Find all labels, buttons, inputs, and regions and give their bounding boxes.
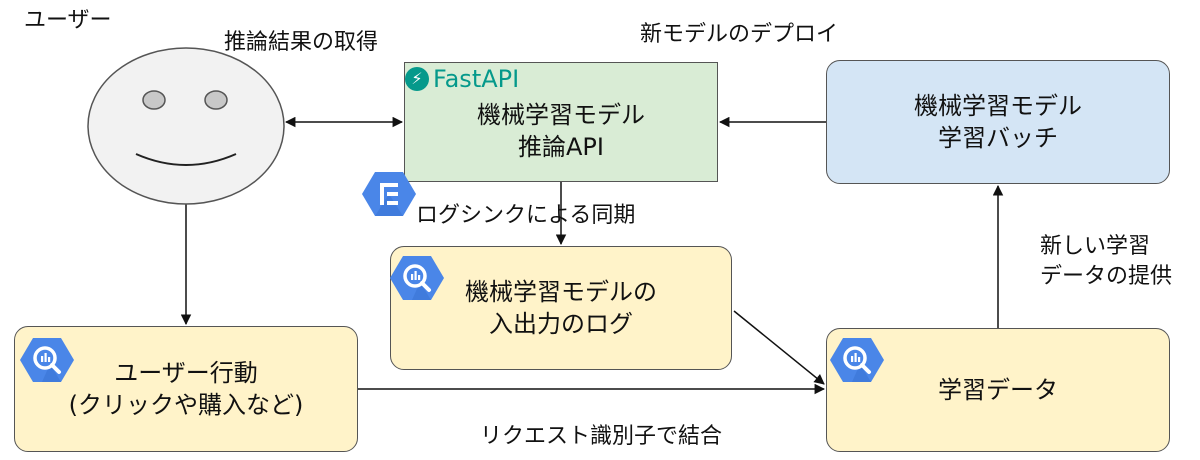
node-train-batch: 機械学習モデル 学習バッチ — [826, 60, 1170, 184]
fastapi-bolt-icon: ⚡ — [405, 67, 429, 91]
cloud-logging-icon — [362, 172, 416, 216]
node-user-action: ユーザー行動 (クリックや購入など) — [14, 326, 358, 452]
bigquery-icon — [390, 256, 444, 300]
arrow-log-to-data — [733, 310, 825, 385]
label-join: リクエスト識別子で結合 — [480, 424, 723, 449]
node-train-data: 学習データ — [826, 328, 1170, 452]
node-io-log: 機械学習モデルの 入出力のログ — [390, 246, 732, 370]
label-provide-data: 新しい学習 データの提供 — [1040, 234, 1173, 289]
user-face-icon — [87, 47, 285, 205]
label-get-result: 推論結果の取得 — [224, 30, 379, 55]
label-deploy: 新モデルのデプロイ — [640, 22, 839, 47]
bigquery-icon — [20, 338, 74, 382]
label-user: ユーザー — [24, 8, 112, 33]
node-inference-api: 機械学習モデル 推論API — [404, 62, 718, 182]
bigquery-icon — [830, 338, 884, 382]
fastapi-label: FastAPI — [433, 65, 520, 93]
fastapi-logo: ⚡ FastAPI — [405, 64, 519, 94]
label-log-sync: ログシンクによる同期 — [416, 203, 636, 228]
